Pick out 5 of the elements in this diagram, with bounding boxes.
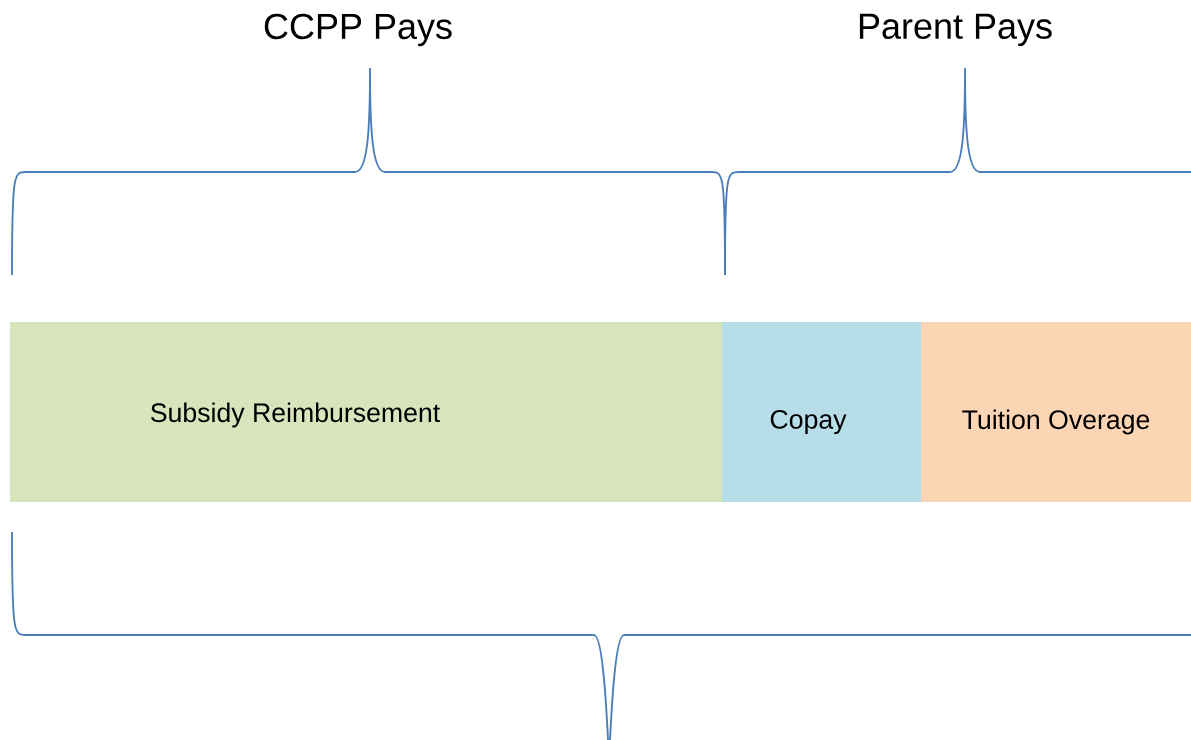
band: Copay bbox=[722, 322, 921, 502]
band: Tuition Overage bbox=[921, 322, 1191, 502]
brace-label: CCPP Pays bbox=[264, 13, 452, 47]
brace-label: Parent Pays bbox=[859, 13, 1052, 47]
band: Subsidy Reimbursement bbox=[10, 322, 722, 502]
